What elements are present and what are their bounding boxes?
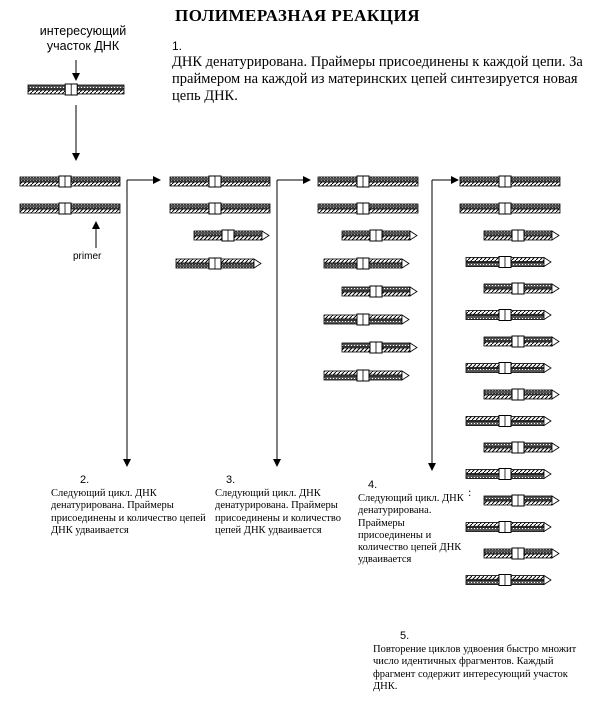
- cycle-4-new-strand: [465, 468, 552, 480]
- primer-arrow-icon: [253, 258, 262, 269]
- cycle-4-new-strand: [465, 521, 552, 533]
- cycle-4-new-strand: [483, 494, 560, 507]
- step-5-number: 5.: [400, 630, 410, 642]
- primer-arrow-icon: [551, 336, 560, 347]
- step-3-text: Следующий цикл. ДНК денатурирована. Прай…: [215, 488, 341, 536]
- cycle-2-new-strand: [175, 257, 262, 270]
- cycle-4-new-strand: [483, 388, 560, 401]
- primer-arrow-icon: [409, 286, 418, 297]
- cycle-3-parent-strand: [317, 175, 419, 188]
- primer-arrow-icon: [551, 442, 560, 453]
- cycle-4-new-strand: [483, 335, 560, 348]
- cycle-4-parent-strand: [459, 175, 561, 188]
- cycle-3-parent-strand: [317, 202, 419, 215]
- primer-arrow-icon: [543, 362, 552, 374]
- cycle-1-parent-strand: [19, 175, 121, 188]
- primer-arrow-icon: [401, 370, 410, 381]
- primer-arrow-icon: [543, 468, 552, 480]
- primer-arrow-icon: [543, 309, 552, 321]
- step-1-text: ДНК денатурирована. Праймеры присоединен…: [172, 54, 583, 105]
- cycle-4-new-strand: [465, 362, 552, 374]
- primer-arrow-icon: [543, 574, 552, 586]
- step-4-text: Следующий цикл. ДНК денатурирована. Прай…: [358, 493, 464, 566]
- cycle-4-new-strand: [465, 415, 552, 427]
- step-4-number: 4.: [368, 479, 378, 491]
- primer-arrow-icon: [543, 521, 552, 533]
- step-5-text: Повторение циклов удвоения быстро множит…: [373, 644, 577, 692]
- cycle-4-new-strand: [465, 256, 552, 268]
- primer-arrow-icon: [409, 342, 418, 353]
- region-of-interest-label: интересующий участок ДНК: [39, 24, 127, 53]
- cycle-3-new-strand: [341, 285, 418, 298]
- primer-arrow-icon: [543, 256, 552, 268]
- primer-label: primer: [73, 251, 102, 262]
- primer-arrow-icon: [543, 415, 552, 427]
- primer-arrow-icon: [551, 230, 560, 241]
- primer-arrow-icon: [551, 389, 560, 400]
- cycle-3-new-strand: [323, 257, 410, 270]
- step-2-number: 2.: [80, 474, 90, 486]
- primer-arrow-icon: [401, 258, 410, 269]
- separator-mark: :: [468, 485, 472, 499]
- cycle-4-new-strand: [465, 309, 552, 321]
- cycle-1-parent-strand: [19, 202, 121, 215]
- primer-arrow-icon: [551, 283, 560, 294]
- primer-arrow-icon: [551, 548, 560, 559]
- diagram-title: ПОЛИМЕРАЗНАЯ РЕАКЦИЯ: [175, 6, 420, 25]
- cycle-3-new-strand: [323, 313, 410, 326]
- cycle-2-parent-strand: [169, 202, 271, 215]
- cycle-4-new-strand: [483, 441, 560, 454]
- primer-arrow-icon: [261, 230, 270, 241]
- cycle-4-parent-strand: [459, 202, 561, 215]
- cycle-4-new-strand: [483, 282, 560, 295]
- cycle-2-new-strand: [193, 229, 270, 242]
- primer-arrow-icon: [551, 495, 560, 506]
- step-2-text: Следующий цикл. ДНК денатурирована. Прай…: [51, 488, 206, 536]
- cycle-3-new-strand: [341, 229, 418, 242]
- cycle-4-new-strand: [483, 229, 560, 242]
- cycle-4-new-strand: [483, 547, 560, 560]
- step-3-number: 3.: [226, 474, 236, 486]
- cycle-4-new-strand: [465, 574, 552, 586]
- cycle-3-new-strand: [341, 341, 418, 354]
- cycle-2-parent-strand: [169, 175, 271, 188]
- initial-dna-strand: [27, 83, 125, 96]
- primer-arrow-icon: [409, 230, 418, 241]
- cycle-3-new-strand: [323, 369, 410, 382]
- step-1-number: 1.: [172, 39, 183, 53]
- primer-arrow-icon: [401, 314, 410, 325]
